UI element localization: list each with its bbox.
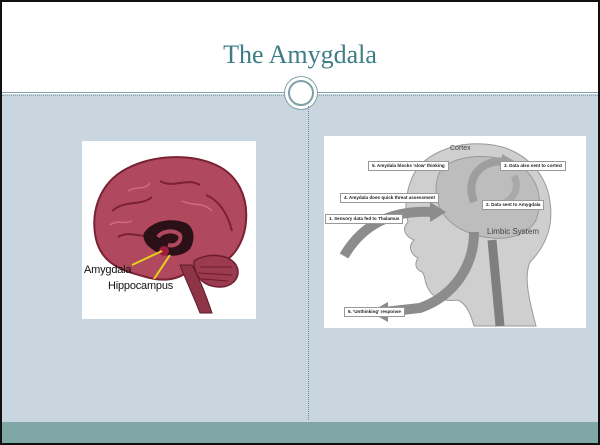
column-divider <box>308 106 309 420</box>
limbic-system-label: Limbic System <box>487 227 539 236</box>
callout-step-4: 4. Amydala does quick threat assessment <box>340 193 439 203</box>
callout-step-6: 6. 'Unthinking' response <box>344 307 405 317</box>
callout-step-1: 1. Sensory data fed to Thalamus <box>325 214 403 224</box>
slide-title: The Amygdala <box>2 40 598 70</box>
callout-step-2: 2. Data sent to Amygdala <box>482 200 544 210</box>
callout-step-3: 3. Data also sent to cortex! <box>500 161 566 171</box>
circle-ornament-icon <box>288 80 314 106</box>
brain-illustration <box>82 141 256 319</box>
cortex-label: Cortex <box>450 145 471 152</box>
footer-band <box>2 422 598 443</box>
amygdala-label: Amygdala <box>84 264 131 276</box>
callout-step-5: 5. Amydala blocks 'slow' thinking <box>368 161 449 171</box>
head-diagram-image: Cortex Limbic System 5. Amydala blocks '… <box>324 136 586 328</box>
brain-image: Amygdala Hippocampus <box>82 141 256 319</box>
hippocampus-label: Hippocampus <box>108 280 173 292</box>
